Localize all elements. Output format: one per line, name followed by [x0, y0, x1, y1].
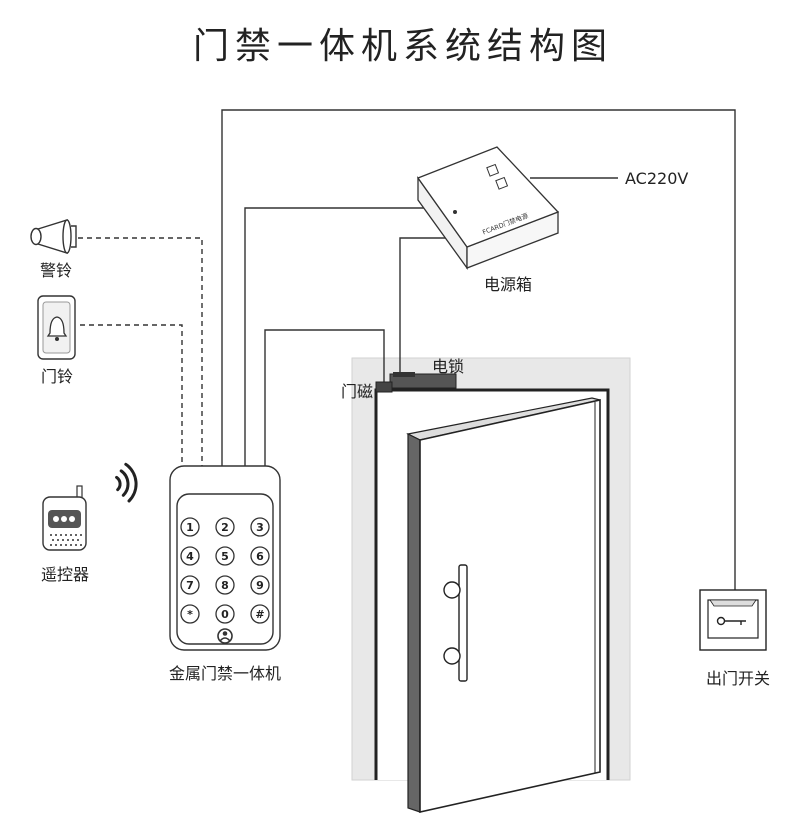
door-bell-wire: [80, 324, 183, 468]
door-magnet-label: 门磁: [341, 382, 373, 401]
door-magnet: [375, 381, 393, 393]
power-box: FCARD门禁电源: [416, 146, 560, 271]
page-title: 门禁一体机系统结构图: [193, 26, 613, 67]
electric-lock-label: 电锁: [432, 357, 464, 376]
keypad-key-label: 0: [221, 608, 229, 621]
alarm-bell-wire: [78, 237, 203, 468]
electric-lock: [389, 372, 457, 389]
remote-label: 遥控器: [41, 565, 89, 584]
alarm-bell-icon: [30, 219, 77, 254]
exit-button-icon: [699, 589, 767, 651]
keypad-key-label: 3: [256, 521, 264, 534]
keypad-key: 7: [180, 575, 200, 595]
ac-input-label: AC220V: [625, 169, 688, 188]
keypad-key-label: #: [255, 608, 264, 621]
keypad-key-label: 8: [221, 579, 229, 592]
door-bell-icon: [37, 295, 76, 360]
exit-switch-label: 出门开关: [706, 669, 770, 688]
keypad-key-label: 6: [256, 550, 264, 563]
alarm-bell-label: 警铃: [40, 261, 72, 280]
keypad-key: *: [180, 604, 200, 624]
keypad-key: 9: [250, 575, 270, 595]
keypad-key-label: 2: [221, 521, 229, 534]
power-wire: [244, 207, 430, 468]
remote-control-icon: [42, 485, 87, 551]
keypad-key-label: 4: [186, 550, 194, 563]
wireless-signal-icon: [115, 462, 138, 503]
keypad-key: 0: [215, 604, 235, 624]
keypad-key-label: 7: [186, 579, 194, 592]
keypad-key: #: [250, 604, 270, 624]
exit-switch-wire: [221, 109, 736, 592]
power-box-label: 电源箱: [484, 275, 532, 294]
keypad-key: 5: [215, 546, 235, 566]
keypad-key-label: 9: [256, 579, 264, 592]
keypad-key: 6: [250, 546, 270, 566]
keypad-key: 3: [250, 517, 270, 537]
door-handle: [443, 564, 468, 682]
electric-lock-wire: [399, 237, 446, 373]
keypad-key: 2: [215, 517, 235, 537]
keypad-key-label: 5: [221, 550, 229, 563]
keypad-key: 1: [180, 517, 200, 537]
wiring: [78, 109, 736, 592]
door: [406, 397, 601, 813]
keypad-key: 4: [180, 546, 200, 566]
person-icon: [217, 628, 233, 644]
access-control-unit: 1 2 3 4 5 6 7 8 9 * 0 #: [169, 465, 281, 651]
keypad-key-label: *: [187, 608, 193, 621]
access-unit-label: 金属门禁一体机: [169, 664, 281, 683]
keypad-key-label: 1: [186, 521, 194, 534]
door-magnet-wire: [264, 329, 385, 468]
door-bell-label: 门铃: [41, 367, 73, 386]
keypad-key: 8: [215, 575, 235, 595]
